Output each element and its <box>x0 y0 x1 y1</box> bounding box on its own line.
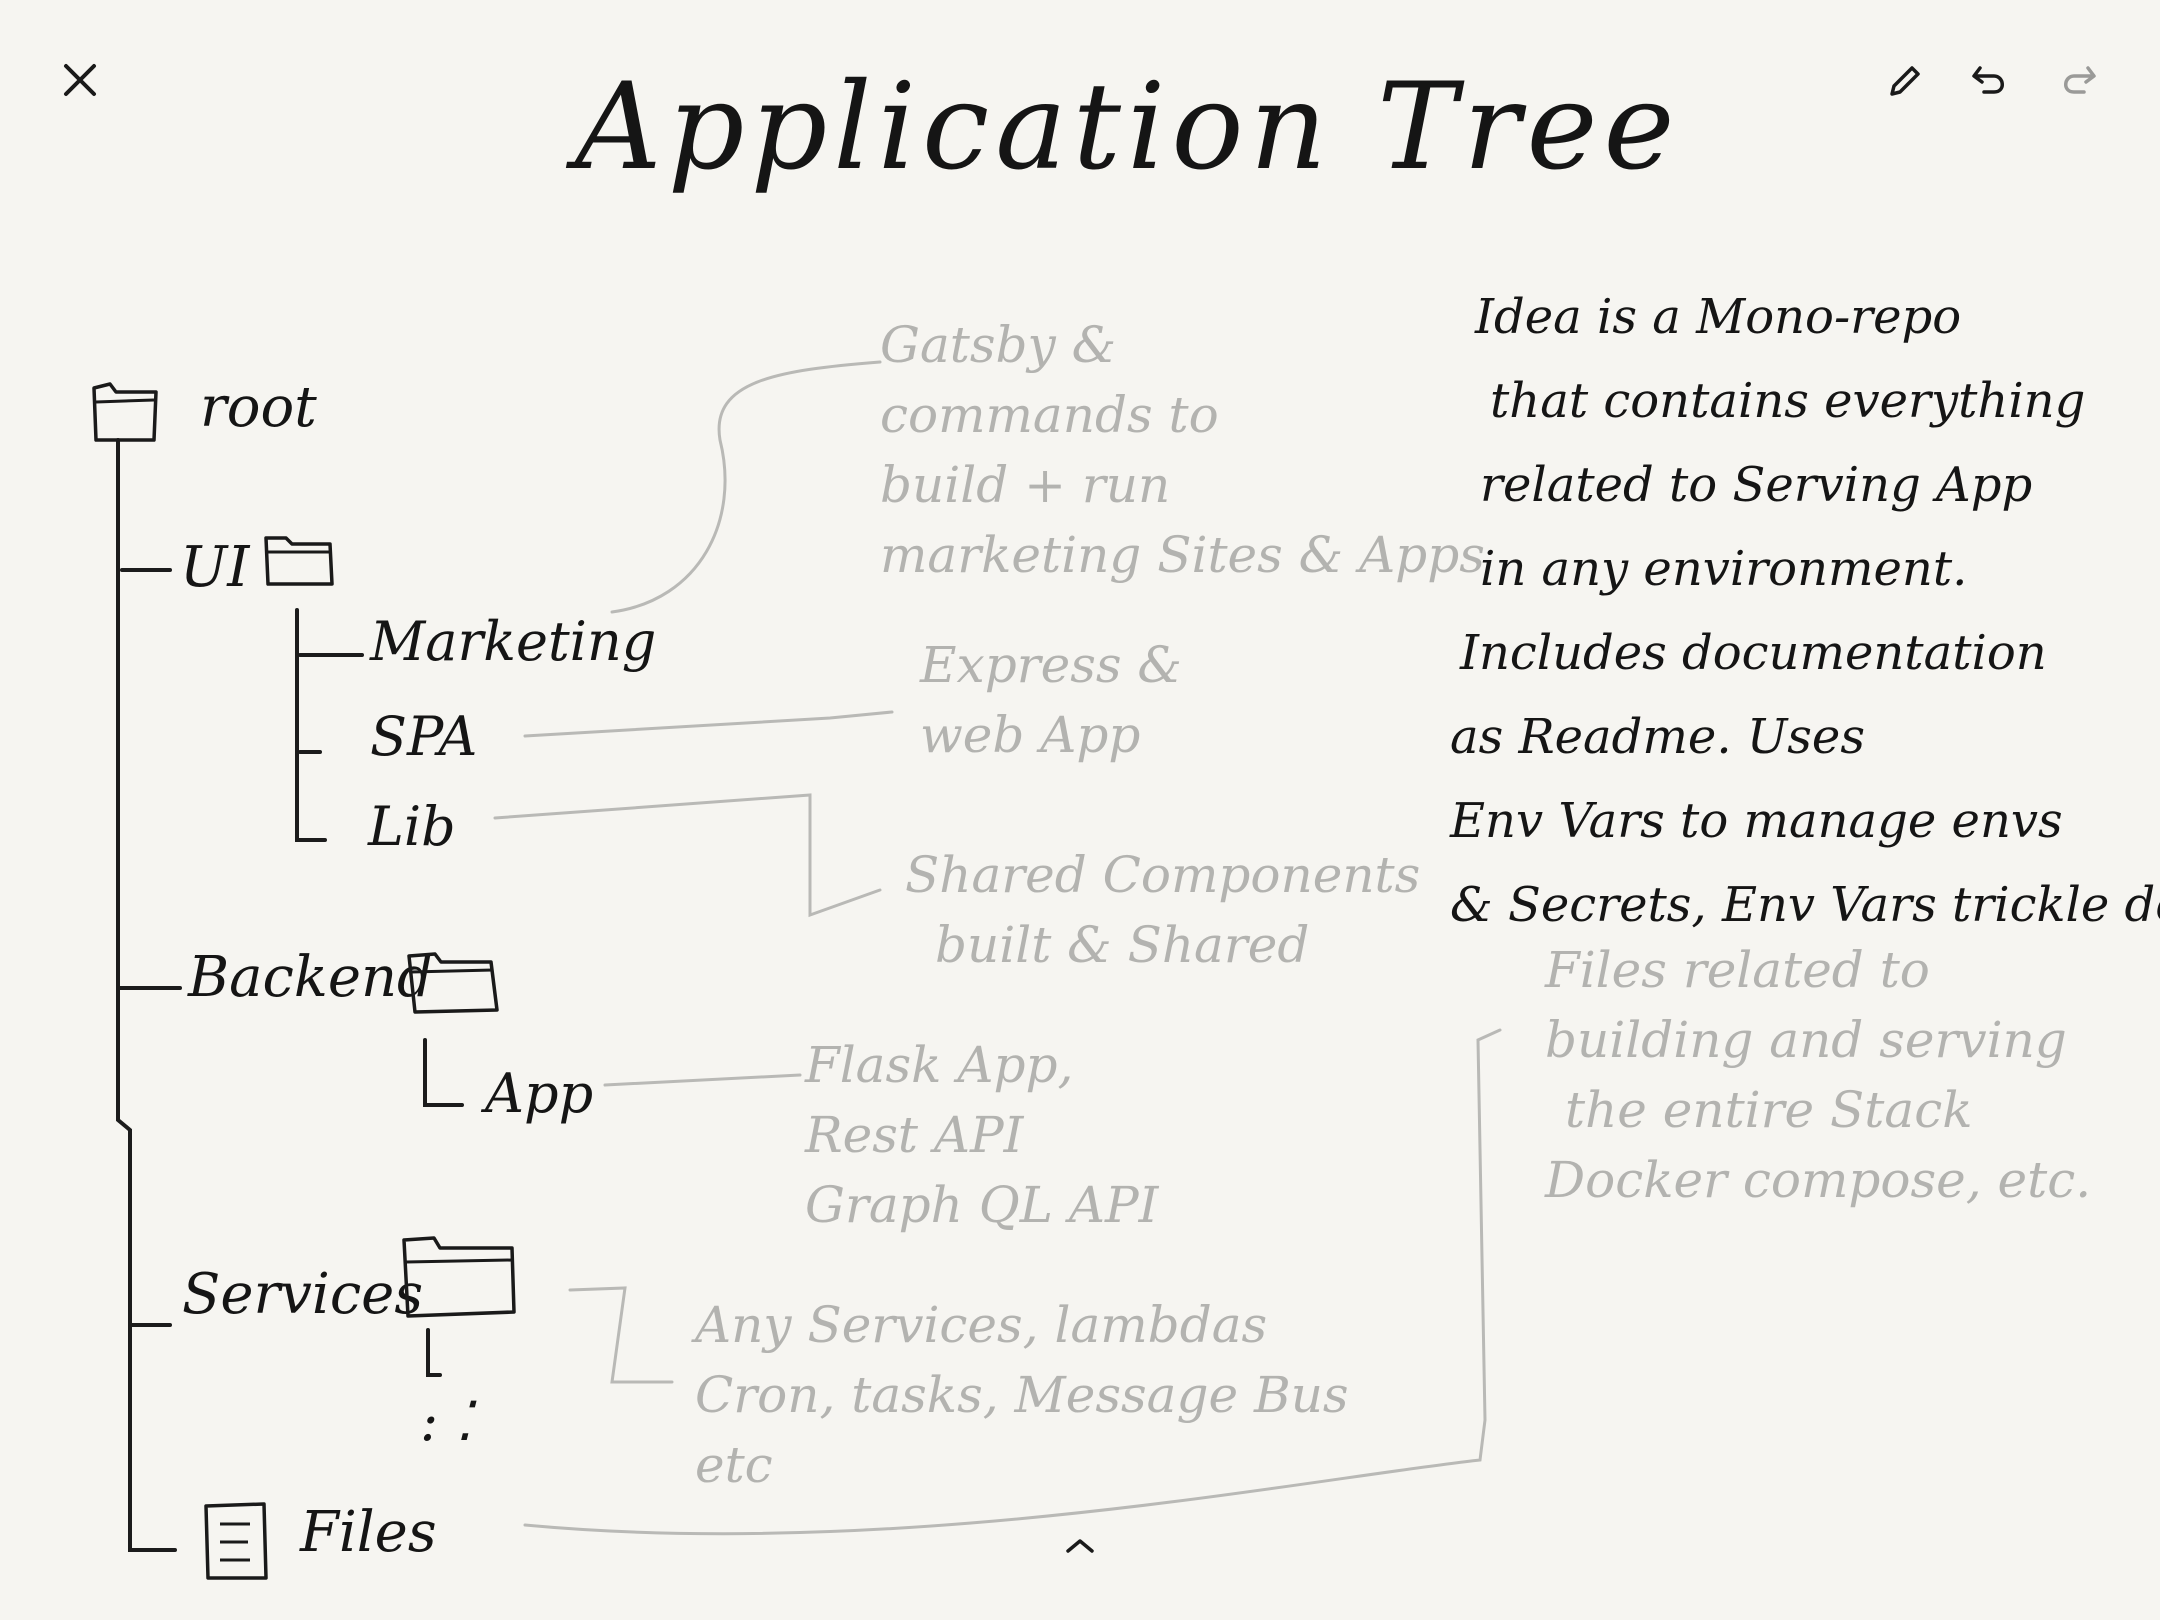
close-icon <box>64 64 96 96</box>
pencil-button[interactable] <box>1868 44 1940 116</box>
idea-note: Idea is a Mono-repo that contains everyt… <box>1450 289 2160 933</box>
tree-node-root[interactable]: root <box>200 375 317 440</box>
tree-node-marketing[interactable]: Marketing <box>370 610 657 673</box>
chevron-up-icon <box>1066 1539 1094 1553</box>
tree-node-services[interactable]: Services <box>182 1262 424 1327</box>
ui-folder-icon <box>264 536 334 586</box>
annotation-files: Files related to building and serving th… <box>1545 941 2092 1209</box>
services-more-indicator: : ⁚ <box>420 1390 473 1453</box>
tree-node-app[interactable]: App <box>485 1062 594 1125</box>
file-icon <box>204 1502 268 1580</box>
pencil-icon <box>1890 66 1920 96</box>
annotation-marketing: Gatsby & commands to build + run marketi… <box>880 316 1485 584</box>
tree-node-ui[interactable]: UI <box>180 535 250 600</box>
expand-toolbar-button[interactable] <box>1044 1510 1116 1582</box>
root-folder-icon <box>92 382 158 442</box>
annotation-services: Any Services, lambdas Cron, tasks, Messa… <box>695 1296 1349 1494</box>
tree-node-backend[interactable]: Backend <box>188 945 433 1010</box>
annotation-spa: Express & web App <box>920 636 1182 764</box>
annotation-lib: Shared Components built & Shared <box>905 846 1421 974</box>
undo-icon <box>1972 66 2004 94</box>
annotation-app: Flask App, Rest API Graph QL API <box>805 1036 1159 1234</box>
backend-folder-icon <box>407 952 499 1014</box>
tree-node-files[interactable]: Files <box>300 1500 437 1565</box>
tree-node-lib[interactable]: Lib <box>368 795 456 858</box>
undo-button[interactable] <box>1954 44 2026 116</box>
close-button[interactable] <box>44 44 116 116</box>
page-title: Application Tree <box>575 58 1681 197</box>
tree-node-spa[interactable]: SPA <box>370 705 478 768</box>
services-folder-icon <box>402 1236 516 1318</box>
redo-button[interactable] <box>2042 44 2114 116</box>
redo-icon <box>2064 66 2096 94</box>
